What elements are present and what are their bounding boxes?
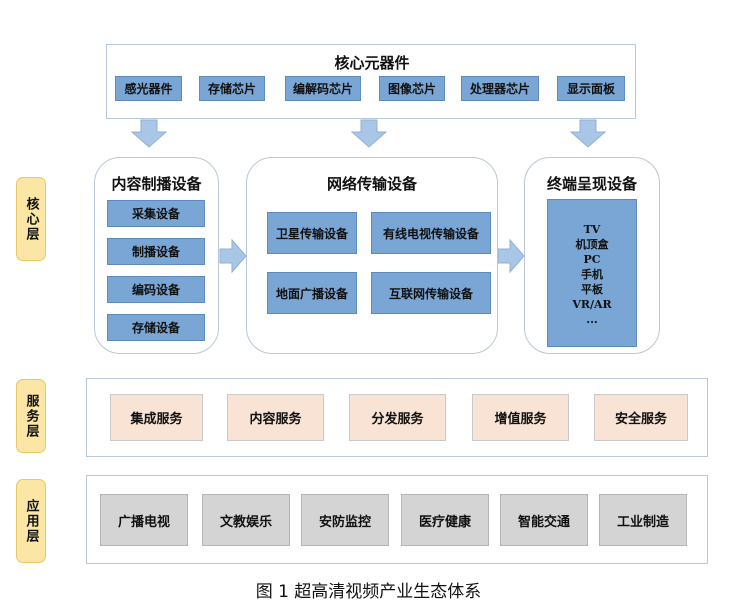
- component-photosensor: 感光器件: [115, 76, 182, 101]
- app-security-surveillance: 安防监控: [301, 494, 389, 546]
- layer-label-core: 核心层: [16, 177, 46, 261]
- app-healthcare: 医疗健康: [401, 494, 489, 546]
- device-cable-tv-transmission: 有线电视传输设备: [371, 212, 491, 254]
- app-broadcast-tv: 广播电视: [100, 494, 188, 546]
- device-storage: 存储设备: [107, 314, 205, 341]
- terminal-tv: TV: [583, 223, 601, 236]
- arrow-down-right: [569, 119, 607, 148]
- terminal-vr-ar: VR/AR: [572, 298, 612, 311]
- device-terrestrial-broadcast: 地面广播设备: [267, 272, 357, 314]
- arrow-down-middle: [350, 119, 388, 148]
- content-production-panel: 内容制播设备 采集设备 制播设备 编码设备 存储设备: [94, 157, 219, 354]
- component-image-chip: 图像芯片: [379, 76, 445, 101]
- component-display-panel: 显示面板: [557, 76, 625, 101]
- layer-label-application: 应用层: [16, 479, 46, 563]
- device-broadcast-production: 制播设备: [107, 238, 205, 265]
- device-internet-transmission: 互联网传输设备: [371, 272, 491, 314]
- service-layer-panel: 集成服务 内容服务 分发服务 增值服务 安全服务: [86, 378, 708, 457]
- content-production-title: 内容制播设备: [111, 175, 202, 193]
- terminal-display-title: 终端呈现设备: [546, 175, 637, 193]
- component-storage-chip: 存储芯片: [199, 76, 265, 101]
- app-culture-education: 文教娱乐: [202, 494, 290, 546]
- service-content: 内容服务: [227, 394, 324, 441]
- application-layer-panel: 广播电视 文教娱乐 安防监控 医疗健康 智能交通 工业制造: [86, 475, 708, 564]
- network-transmission-title: 网络传输设备: [326, 175, 417, 193]
- core-components-panel: 核心元器件 感光器件 存储芯片 编解码芯片 图像芯片 处理器芯片 显示面板: [106, 44, 636, 119]
- terminal-phone: 手机: [581, 268, 603, 281]
- component-processor-chip: 处理器芯片: [461, 76, 539, 101]
- network-transmission-panel: 网络传输设备 卫星传输设备 有线电视传输设备 地面广播设备 互联网传输设备: [246, 157, 498, 354]
- core-components-title: 核心元器件: [334, 54, 410, 72]
- arrow-down-left: [130, 119, 168, 148]
- app-industrial-manufacturing: 工业制造: [599, 494, 687, 546]
- arrow-right-2: [497, 238, 525, 274]
- component-codec-chip: 编解码芯片: [285, 76, 361, 101]
- terminal-pc: PC: [583, 253, 601, 266]
- device-encoding: 编码设备: [107, 276, 205, 303]
- terminal-display-panel: 终端呈现设备 TV 机顶盒 PC 手机 平板 VR/AR ...: [524, 157, 660, 354]
- app-intelligent-transport: 智能交通: [500, 494, 588, 546]
- service-distribution: 分发服务: [349, 394, 446, 441]
- terminal-set-top-box: 机顶盒: [575, 238, 609, 251]
- device-capture: 采集设备: [107, 200, 205, 227]
- layer-label-service: 服务层: [16, 379, 46, 453]
- service-value-added: 增值服务: [472, 394, 569, 441]
- terminal-device-list: TV 机顶盒 PC 手机 平板 VR/AR ...: [547, 199, 637, 347]
- service-integration: 集成服务: [110, 394, 203, 441]
- terminal-tablet: 平板: [581, 283, 603, 296]
- service-security: 安全服务: [594, 394, 688, 441]
- device-satellite-transmission: 卫星传输设备: [267, 212, 357, 254]
- terminal-more: ...: [586, 313, 598, 326]
- figure-caption: 图 1 超高清视频产业生态体系: [255, 582, 482, 602]
- arrow-right-1: [219, 238, 247, 274]
